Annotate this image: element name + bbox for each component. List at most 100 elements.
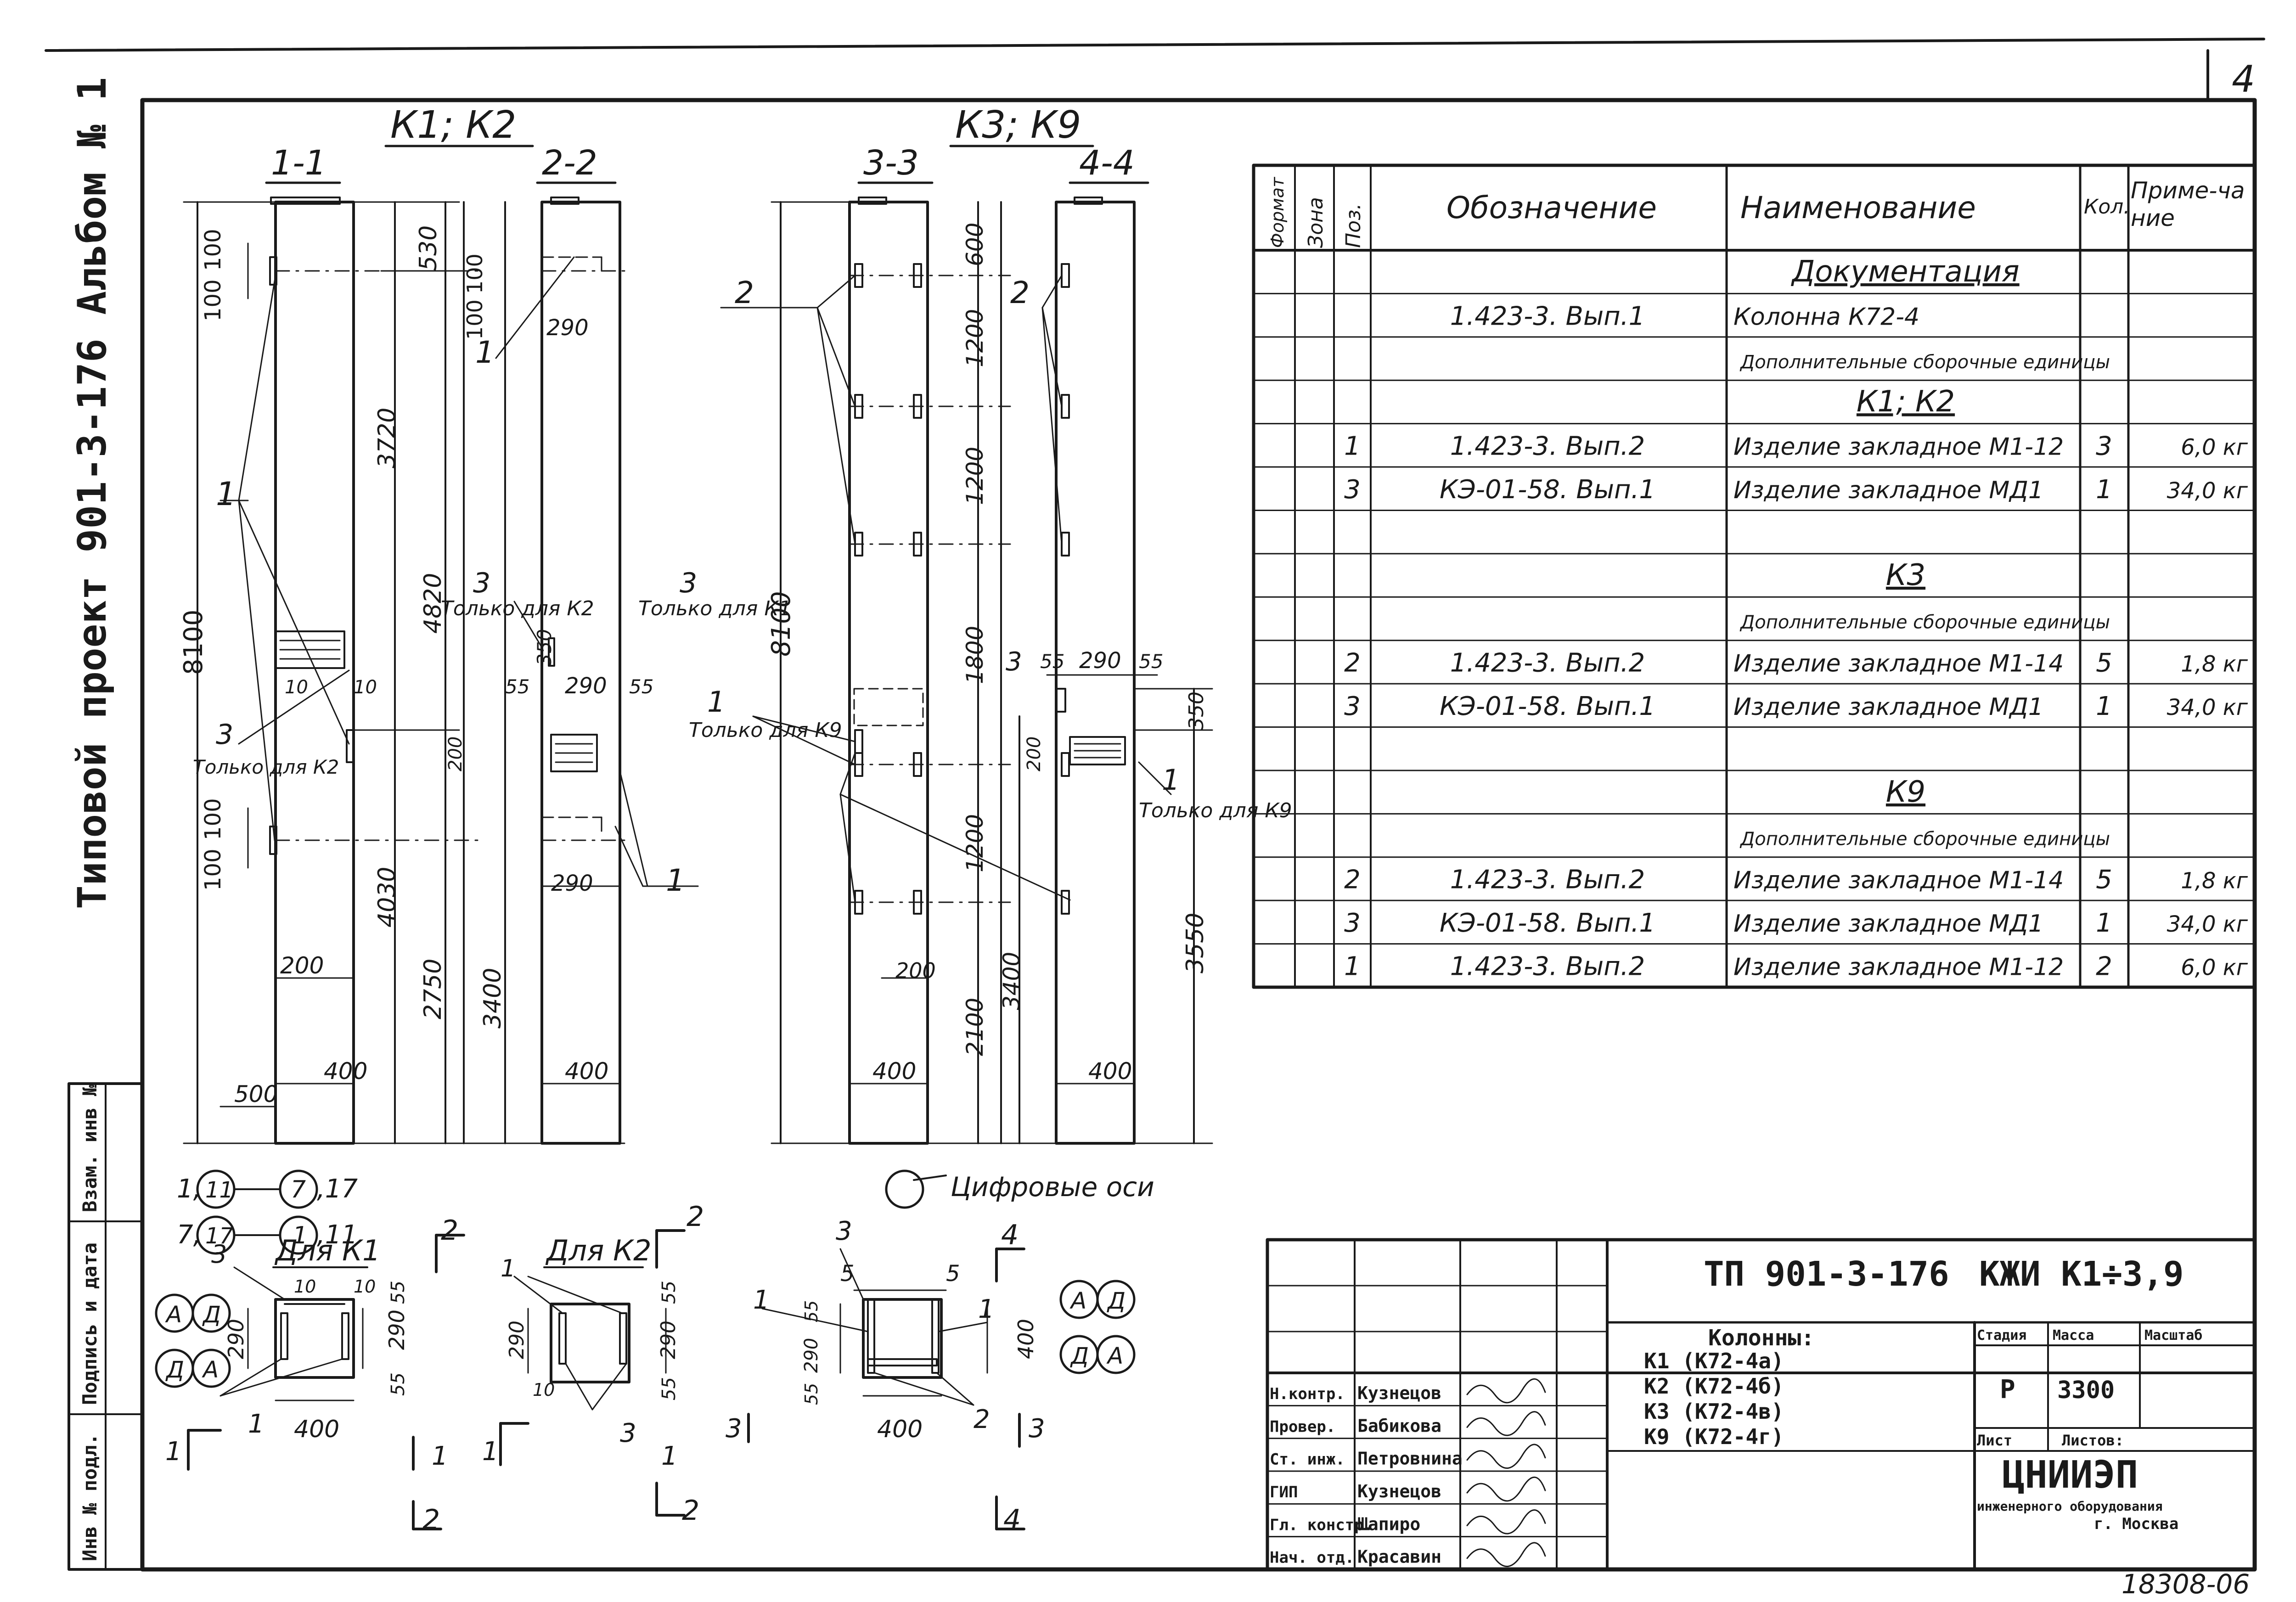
plan-k1-callout-1: 1 (248, 1409, 264, 1439)
plan-title-k2: Для К2 (545, 1234, 652, 1267)
title-stage-label: Стадия (1977, 1327, 2026, 1343)
signer-name: Кузнецов (1357, 1481, 1441, 1501)
signature-scribble (1466, 1542, 1546, 1567)
plan-k2-dim-290a: 290 (505, 1321, 529, 1359)
spec-cell-name: К1; К2 (1857, 385, 1955, 419)
axis-row2-pre: 7, (177, 1220, 201, 1250)
dim-290-d: 290 (1079, 648, 1121, 674)
spec-cell-qty: 5 (2096, 865, 2112, 895)
plan-k3-dim-400b: 400 (877, 1416, 923, 1443)
dim-100-a3: 100 (200, 798, 226, 840)
spec-cell-name: К9 (1886, 775, 1925, 809)
column-section-4-4 (1019, 197, 1213, 1145)
dim-200-c: 200 (895, 958, 936, 983)
note-only-k1: Только для К1 (638, 597, 792, 620)
cut-label-1c: 1 (482, 1437, 499, 1467)
plan-k3-callout-5a: 5 (840, 1261, 855, 1287)
dim-200-b: 200 (445, 736, 466, 771)
dim-8100-a: 8100 (179, 609, 208, 675)
plan-k1-dim-290a: 290 (224, 1319, 248, 1359)
plan-k3-callout-5b: 5 (946, 1261, 960, 1287)
callout-1-d: 1 (707, 685, 725, 719)
axes-note: Цифровые оси (951, 1171, 1154, 1203)
dim-4030: 4030 (373, 867, 401, 927)
dim-100-b1: 100 (462, 253, 487, 294)
dim-2100: 2100 (962, 998, 988, 1056)
spec-cell-name: Дополнительные сборочные единицы (1739, 828, 2110, 849)
title-sheet-code: КЖИ К1÷3,9 (1979, 1254, 2184, 1294)
dim-530: 530 (415, 225, 442, 271)
callout-3-a: 3 (216, 719, 233, 751)
callout-1-e: 1 (1162, 763, 1180, 797)
signer-name: Красавин (1357, 1547, 1441, 1567)
col-header-note: Приме-чание (2131, 177, 2245, 231)
spec-cell-qty: 1 (2096, 475, 2112, 505)
plan-k2-callout-3: 3 (620, 1418, 636, 1448)
spec-cell-name: Документация (1790, 255, 2019, 289)
spec-cell-designation: 1.423-3. Вып.1 (1450, 301, 1645, 331)
cut-label-2b: 2 (422, 1504, 440, 1536)
dim-1800: 1800 (962, 626, 988, 684)
title-object-k9: К9 (К72-4г) (1644, 1424, 1784, 1449)
col-header-zone: Зона (1304, 197, 1328, 248)
dim-400-c: 400 (872, 1058, 916, 1085)
callout-3-b: 3 (473, 567, 490, 599)
dim-350-a: 350 (533, 629, 556, 666)
dim-2750: 2750 (419, 959, 447, 1019)
plan-section-k1 (155, 1234, 465, 1530)
spec-cell-name: Изделие закладное МД1 (1733, 477, 2043, 504)
dim-500: 500 (234, 1081, 278, 1107)
spec-cell-pos: 3 (1344, 475, 1361, 505)
dim-55-d: 55 (1139, 650, 1163, 673)
spec-cell-designation: 1.423-3. Вып.2 (1450, 952, 1645, 982)
dim-3400-a: 3400 (479, 968, 506, 1029)
spec-cell-name: Дополнительные сборочные единицы (1739, 352, 2110, 373)
note-only-k9-b: Только для К9 (1139, 799, 1292, 822)
plan-title-k1: Для К1 (274, 1234, 381, 1267)
title-object-k1: К1 (К72-4а) (1644, 1349, 1784, 1373)
signature-scribble (1466, 1476, 1546, 1502)
spec-cell-qty: 5 (2096, 648, 2112, 678)
dim-100-a2: 100 (200, 279, 226, 321)
dim-3550: 3550 (1182, 913, 1209, 973)
title-mass: 3300 (2057, 1377, 2115, 1404)
section-label-4-4: 4-4 (1079, 143, 1135, 183)
signer-role: Н.контр. (1270, 1385, 1345, 1403)
cut-label-3b: 3 (1029, 1414, 1045, 1444)
signer-name: Петровнина (1357, 1449, 1463, 1469)
plan-k3-callout-1b: 1 (978, 1294, 995, 1324)
plan-k2-dim-55a: 55 (658, 1281, 680, 1304)
col-header-pos: Поз. (1342, 203, 1365, 248)
cut-label-1d: 1 (661, 1441, 678, 1471)
dim-4820: 4820 (419, 573, 447, 634)
spec-cell-note: 34,0 кг (2167, 478, 2248, 504)
callout-1-c: 1 (666, 863, 685, 898)
spec-cell-pos: 2 (1344, 865, 1361, 895)
signer-role: Ст. инж. (1270, 1450, 1345, 1469)
note-only-k2-a: Только для К2 (193, 756, 339, 778)
plan-k2-dim-55b: 55 (658, 1377, 680, 1400)
signature-scribble (1466, 1509, 1546, 1535)
signer-role: Провер. (1270, 1417, 1335, 1436)
title-org-sub: инженерного оборудования (1977, 1499, 2163, 1514)
axis-legend (196, 1169, 947, 1255)
cut-label-4b: 4 (1003, 1504, 1021, 1536)
spec-cell-designation: 1.423-3. Вып.2 (1450, 865, 1645, 895)
spec-cell-name: Изделие закладное М1-12 (1733, 954, 2064, 981)
spec-cell-name: Изделие закладное М1-12 (1733, 433, 2064, 461)
axis-row1-pre: 1, (177, 1174, 201, 1204)
column-section-2-2 (463, 197, 699, 1145)
dim-3400-b: 3400 (998, 952, 1025, 1010)
stamp-signature: Подпись и дата (79, 1242, 101, 1405)
sheet-number: 4 (2232, 58, 2255, 101)
plan-k1-dim-55b: 55 (388, 1372, 409, 1396)
dim-55-c: 55 (1040, 650, 1064, 673)
spec-cell-designation: КЭ-01-58. Вып.1 (1440, 908, 1655, 938)
spec-cell-name: К3 (1886, 558, 1925, 592)
spec-cell-name: Изделие закладное М1-14 (1733, 867, 2064, 894)
spec-cell-pos: 1 (1344, 952, 1361, 982)
title-sheets-label: Листов: (2062, 1432, 2124, 1449)
callout-1-a: 1 (216, 475, 236, 513)
